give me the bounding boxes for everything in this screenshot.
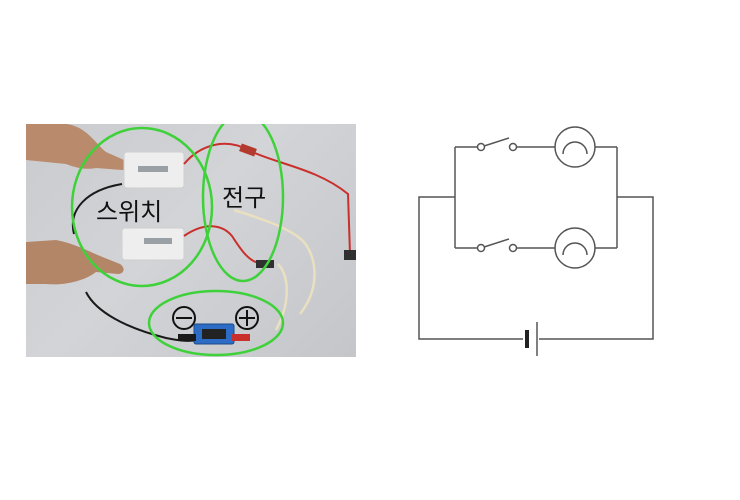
upper-hand: [26, 124, 128, 170]
top-bulb-filament: [562, 141, 588, 155]
top-switch-blade: [480, 137, 510, 148]
outer-wire-left: [418, 196, 523, 340]
plus-symbol: [235, 306, 259, 330]
circuit-photo: 스위치 전구: [26, 124, 356, 357]
yellow-wire-1: [233, 208, 316, 315]
bottom-bulb: [554, 227, 596, 269]
bulb-clip-bottom: [256, 260, 274, 268]
switch-label: 스위치: [96, 198, 163, 226]
switch-highlight: [70, 126, 214, 288]
bottom-bulb-filament: [562, 242, 588, 256]
outer-wire-right: [539, 196, 654, 340]
switch-lever-top: [138, 166, 168, 172]
bottom-switch-terminal-left: [476, 243, 486, 253]
minus-symbol: [172, 306, 196, 330]
bottom-switch-blade: [480, 238, 510, 249]
yellow-wire-2: [274, 263, 288, 331]
switch-lever-bottom: [144, 238, 172, 244]
circuit-schematic: [405, 110, 675, 370]
top-switch-terminal-left: [476, 142, 486, 152]
bottom-switch-terminal-right: [508, 243, 518, 253]
photo-drawing: [26, 124, 356, 357]
top-bulb: [554, 126, 596, 168]
bulb-label: 전구: [222, 184, 267, 212]
right-clip: [344, 250, 356, 260]
red-wire-2: [183, 225, 263, 265]
top-switch-terminal-right: [508, 142, 518, 152]
battery-cell: [202, 329, 226, 339]
lower-hand: [26, 240, 124, 285]
battery-clip-red: [232, 334, 250, 341]
battery-highlight: [147, 289, 285, 357]
bulb-highlight: [201, 124, 285, 283]
battery-clip-black: [178, 334, 196, 341]
black-wire-2: [85, 291, 199, 342]
bulb-clip-top: [239, 143, 257, 157]
schematic-drawing: [418, 126, 654, 356]
